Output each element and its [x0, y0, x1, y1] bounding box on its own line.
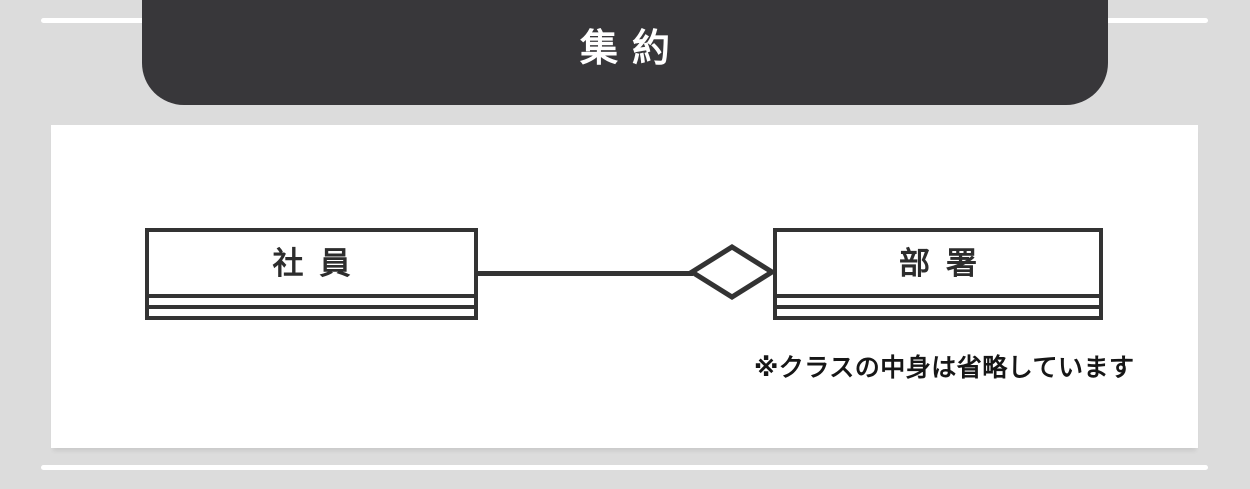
class-attributes-compartment — [777, 298, 1099, 305]
bottom-rule — [41, 465, 1208, 470]
uml-class-department: 部署 — [773, 228, 1103, 320]
class-name-label: 社員 — [272, 245, 367, 281]
class-attributes-compartment — [149, 298, 474, 305]
compartment-divider — [777, 294, 1099, 298]
association-line — [478, 271, 693, 276]
compartment-divider — [149, 305, 474, 309]
aggregation-diamond-icon — [688, 244, 777, 300]
uml-class-employee: 社員 — [145, 228, 478, 320]
diagram-note: ※クラスの中身は省略しています — [754, 354, 1135, 382]
header-banner: 集約 — [142, 0, 1108, 105]
class-operations-compartment — [149, 309, 474, 316]
compartment-divider — [777, 305, 1099, 309]
class-operations-compartment — [777, 309, 1099, 316]
compartment-divider — [149, 294, 474, 298]
class-name-label: 部署 — [899, 245, 993, 281]
page-title: 集約 — [579, 28, 684, 70]
